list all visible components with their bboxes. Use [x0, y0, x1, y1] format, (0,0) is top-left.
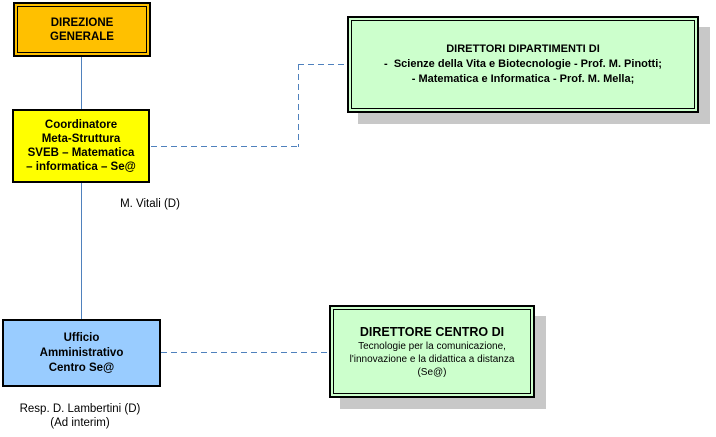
ufficio-person-label: Resp. D. Lambertini (D) (Ad interim) — [0, 402, 160, 430]
direttori-dipartimenti-line-1: - Scienze della Vita e Biotecnologie - P… — [384, 58, 662, 70]
direttore-centro-box: DIRETTORE CENTRO DI Tecnologie per la co… — [329, 305, 535, 398]
ufficio-line-3: Centro Se@ — [48, 361, 115, 374]
ufficio-amministrativo-box: Ufficio Amministrativo Centro Se@ — [2, 319, 161, 387]
connector-ufficio-centro — [161, 352, 329, 353]
ufficio-line-1: Ufficio — [63, 331, 100, 344]
direzione-generale-box: DIREZIONE GENERALE — [13, 2, 151, 57]
connector-direzione-coordinatore — [81, 57, 82, 109]
direzione-generale-line-2: GENERALE — [50, 30, 114, 43]
direttore-centro-line-3: (Se@) — [417, 367, 447, 378]
ufficio-person-note: (Ad interim) — [50, 417, 110, 429]
coordinatore-line-2: Meta-Struttura — [41, 133, 121, 145]
direzione-generale-line-1: DIREZIONE — [50, 16, 114, 29]
direttore-centro-title: DIRETTORE CENTRO DI — [359, 325, 505, 339]
coordinatore-box: Coordinatore Meta-Struttura SVEB – Matem… — [12, 109, 150, 183]
connector-coordinatore-dipartimenti-segment-h2 — [298, 64, 348, 65]
coordinatore-person-label: M. Vitali (D) — [120, 198, 180, 210]
coordinatore-line-4: – informatica – Se@ — [26, 161, 136, 173]
direttore-centro-line-1: Tecnologie per la comunicazione, — [358, 341, 506, 352]
direttori-dipartimenti-box: DIRETTORI DIPARTIMENTI DI - Scienze dell… — [347, 16, 699, 113]
direttore-centro-line-2: l'innovazione e la didattica a distanza — [349, 354, 515, 365]
connector-coordinatore-dipartimenti-segment-v — [298, 64, 299, 147]
coordinatore-line-3: SVEB – Matematica — [27, 147, 135, 159]
ufficio-person-name: Resp. D. Lambertini (D) — [19, 403, 141, 415]
connector-coordinatore-ufficio — [81, 183, 82, 319]
direttori-dipartimenti-title: DIRETTORI DIPARTIMENTI DI — [446, 43, 600, 55]
ufficio-line-2: Amministrativo — [39, 346, 124, 359]
direttori-dipartimenti-line-2: - Matematica e Informatica - Prof. M. Me… — [411, 73, 635, 85]
connector-coordinatore-dipartimenti-segment-h1 — [151, 146, 299, 147]
coordinatore-line-1: Coordinatore — [44, 119, 118, 131]
